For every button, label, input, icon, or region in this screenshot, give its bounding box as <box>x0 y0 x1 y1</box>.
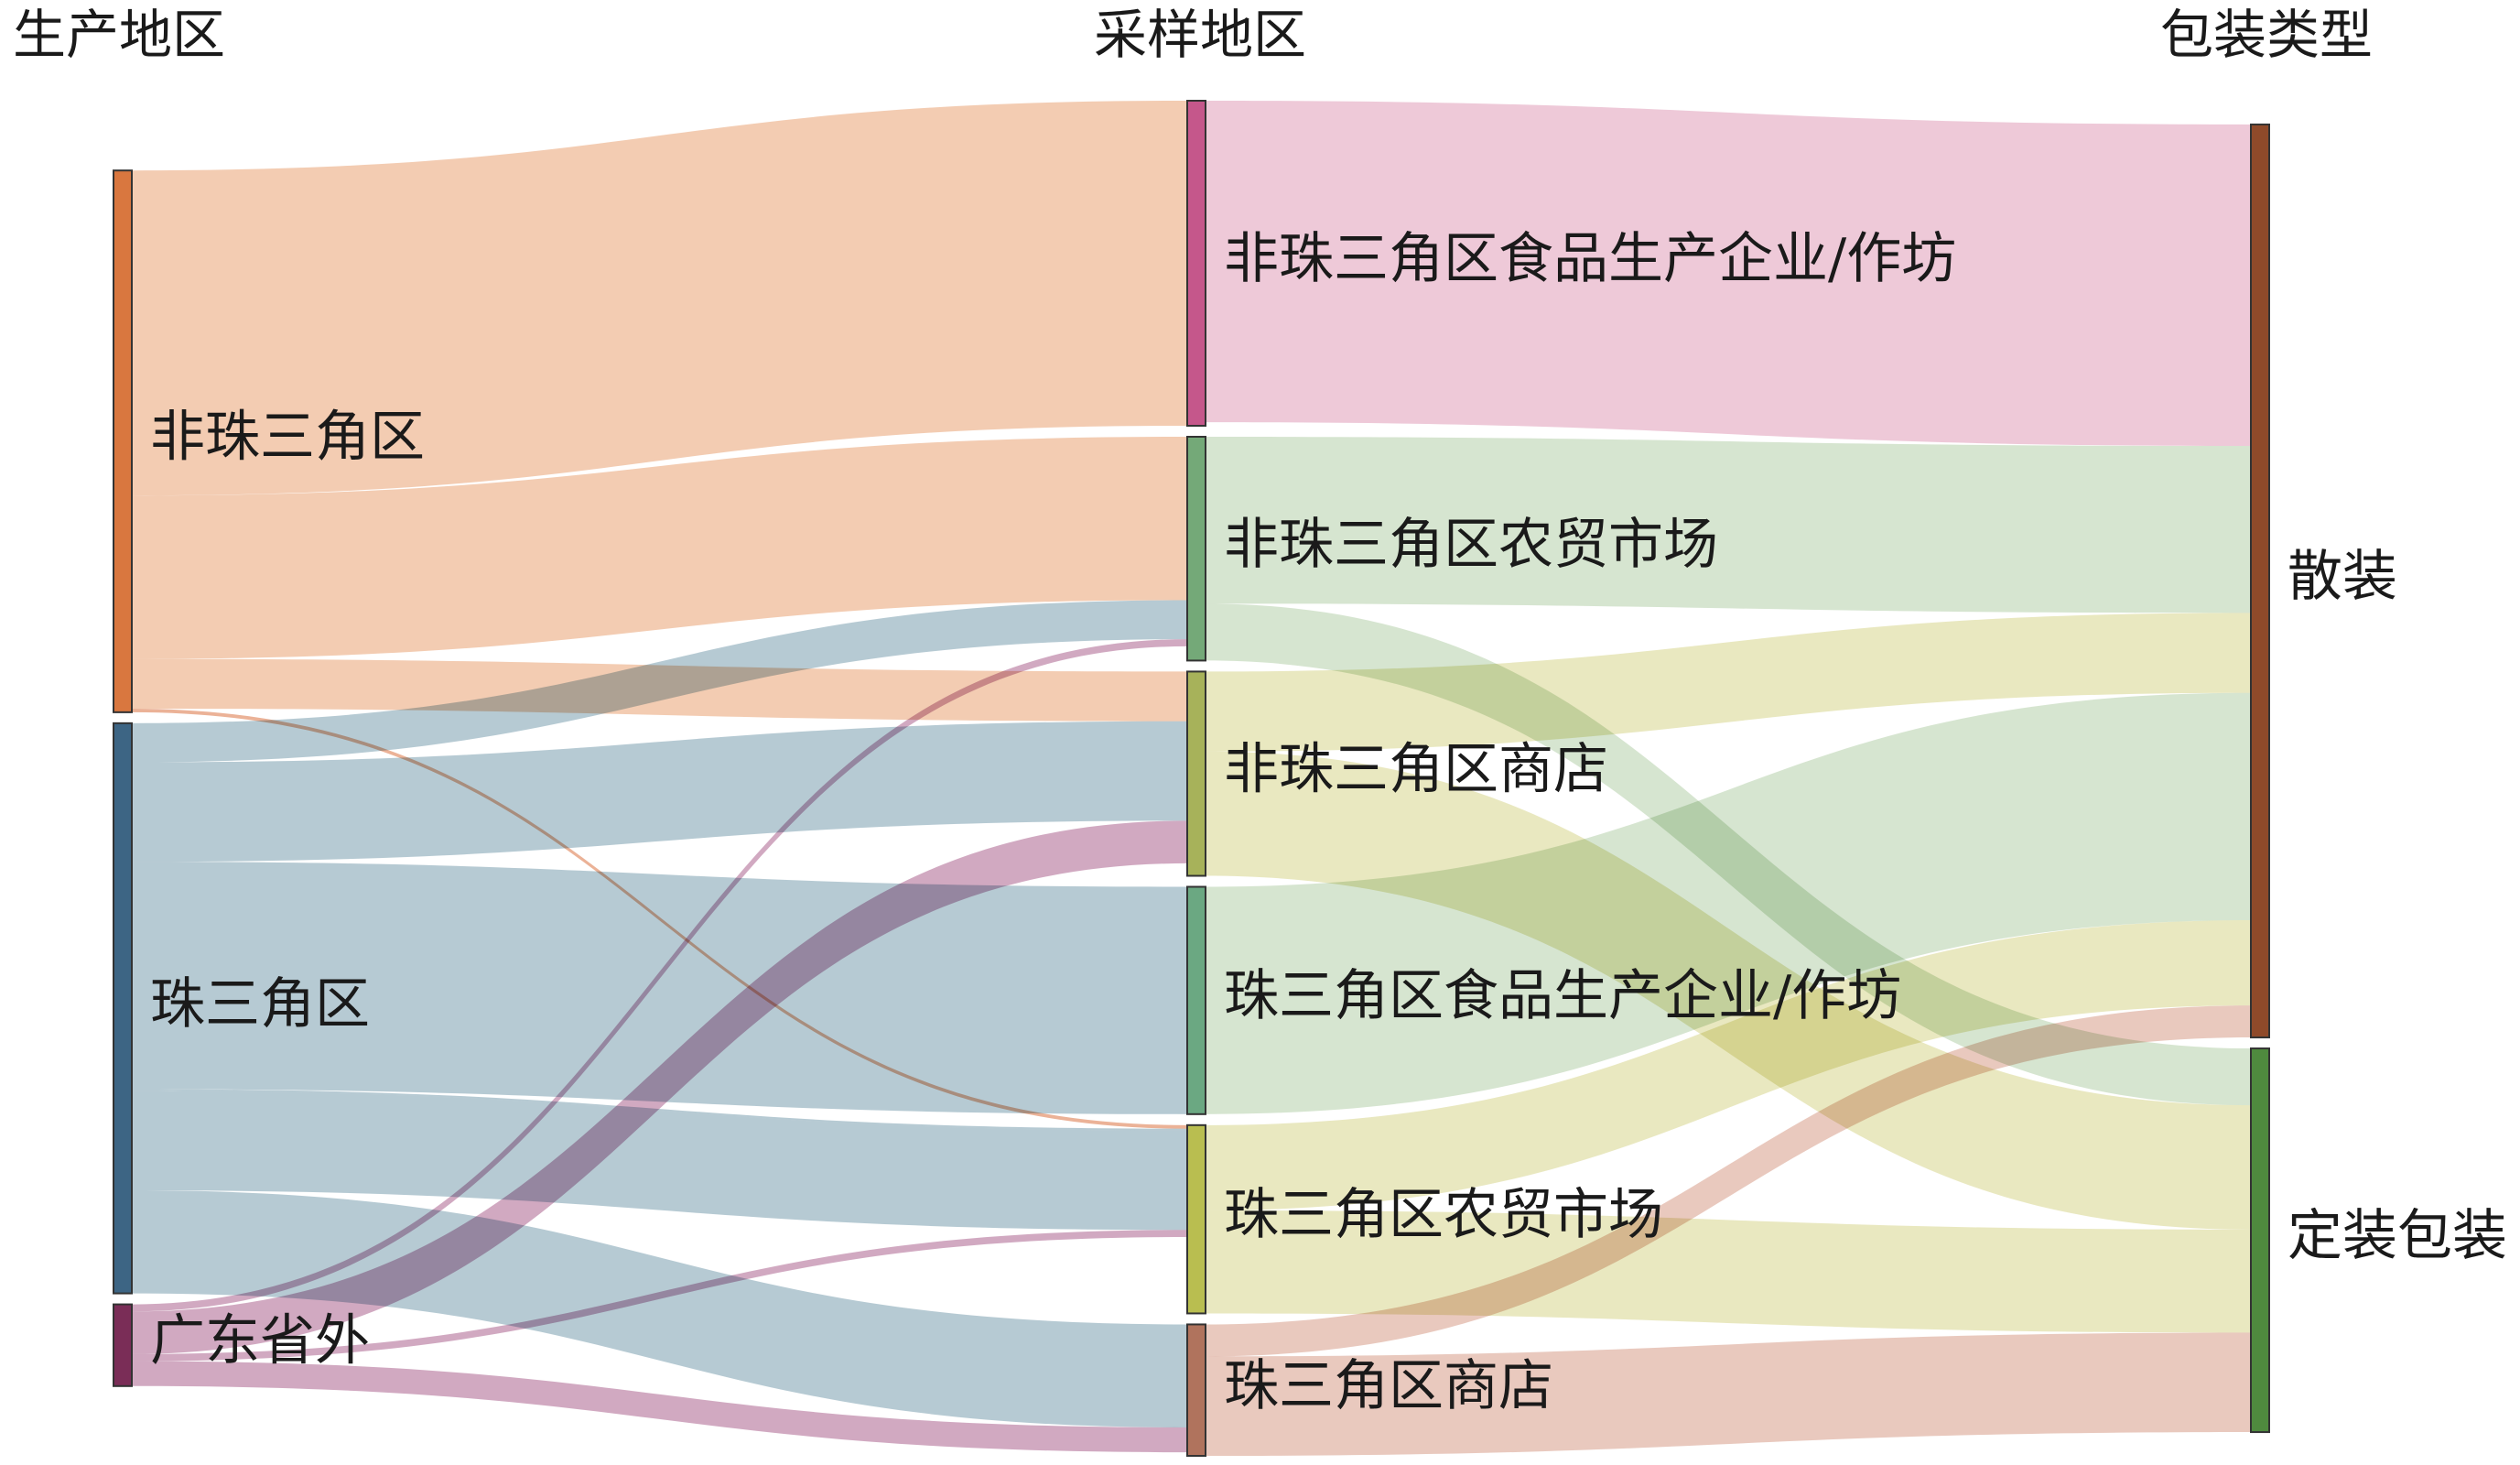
link-p_prd-to-s_prd_mkt <box>132 1091 1187 1231</box>
link-s_nprd_fac-to-k_bulk <box>1206 101 2251 447</box>
link-s_prd_shop-to-k_bulk <box>1206 1005 2251 1357</box>
link-p_prd-to-s_prd_shop <box>132 1190 1187 1427</box>
node-bar-s_nprd_mkt <box>1186 436 1206 662</box>
link-p_out-to-s_nprd_mkt <box>132 639 1187 1312</box>
link-p_non_prd-to-s_nprd_fac <box>132 101 1187 496</box>
link-p_out-to-s_prd_mkt <box>132 1230 1187 1362</box>
node-label-k_pre: 定装包装 <box>2287 1204 2507 1268</box>
column-header-production: 生产地区 <box>13 4 225 66</box>
link-p_prd-to-s_prd_mkt <box>132 1089 1187 1131</box>
node-bar-k_bulk <box>2250 123 2270 1039</box>
node-bar-p_out <box>113 1303 133 1387</box>
node-bar-s_prd_fac <box>1186 885 1206 1115</box>
link-p_prd-to-s_prd_fac <box>132 862 1187 1114</box>
node-label-p_prd: 珠三角区 <box>150 972 370 1036</box>
node-bar-p_prd <box>113 722 133 1295</box>
sankey-links <box>132 101 2251 1456</box>
node-bar-s_prd_shop <box>1186 1323 1206 1458</box>
node-label-s_prd_fac: 珠三角区食品生产企业/作坊 <box>1224 964 1901 1028</box>
column-headers: 生产地区 采样地区 包装类型 <box>13 4 2373 66</box>
link-s_nprd_shop-to-k_bulk <box>1206 613 2251 752</box>
node-label-s_prd_shop: 珠三角区商店 <box>1224 1354 1553 1418</box>
node-label-s_prd_mkt: 珠三角区农贸市场 <box>1224 1183 1663 1247</box>
link-s_prd_shop-to-k_pre <box>1206 1332 2251 1456</box>
node-bar-s_prd_mkt <box>1186 1123 1206 1315</box>
link-s_prd_mkt-to-k_bulk <box>1206 920 2251 1210</box>
link-s_prd_fac-to-k_bulk <box>1206 692 2251 1114</box>
node-label-p_non_prd: 非珠三角区 <box>150 406 425 470</box>
link-p_out-to-s_nprd_shop <box>132 820 1187 1354</box>
link-p_out-to-s_prd_shop <box>132 1361 1187 1453</box>
link-s_nprd_mkt-to-k_bulk <box>1206 437 2251 613</box>
node-label-s_nprd_shop: 非珠三角区商店 <box>1224 738 1608 802</box>
link-p_prd-to-s_nprd_shop <box>132 721 1187 863</box>
node-bar-s_nprd_fac <box>1186 100 1206 427</box>
node-bar-s_nprd_shop <box>1186 670 1206 877</box>
node-label-k_bulk: 散装 <box>2287 545 2397 609</box>
link-p_prd-to-s_nprd_mkt <box>132 600 1187 763</box>
node-label-s_nprd_mkt: 非珠三角区农贸市场 <box>1224 513 1718 577</box>
node-bar-p_non_prd <box>113 169 133 713</box>
node-bar-k_pre <box>2250 1047 2270 1434</box>
node-label-p_out: 广东省外 <box>150 1309 370 1373</box>
column-header-sampling: 采样地区 <box>1094 4 1306 66</box>
sankey-nodes <box>113 100 2270 1458</box>
column-header-packaging: 包装类型 <box>2160 4 2373 66</box>
link-p_non_prd-to-s_nprd_mkt <box>132 437 1187 659</box>
node-label-s_nprd_fac: 非珠三角区食品生产企业/作坊 <box>1224 227 1956 291</box>
